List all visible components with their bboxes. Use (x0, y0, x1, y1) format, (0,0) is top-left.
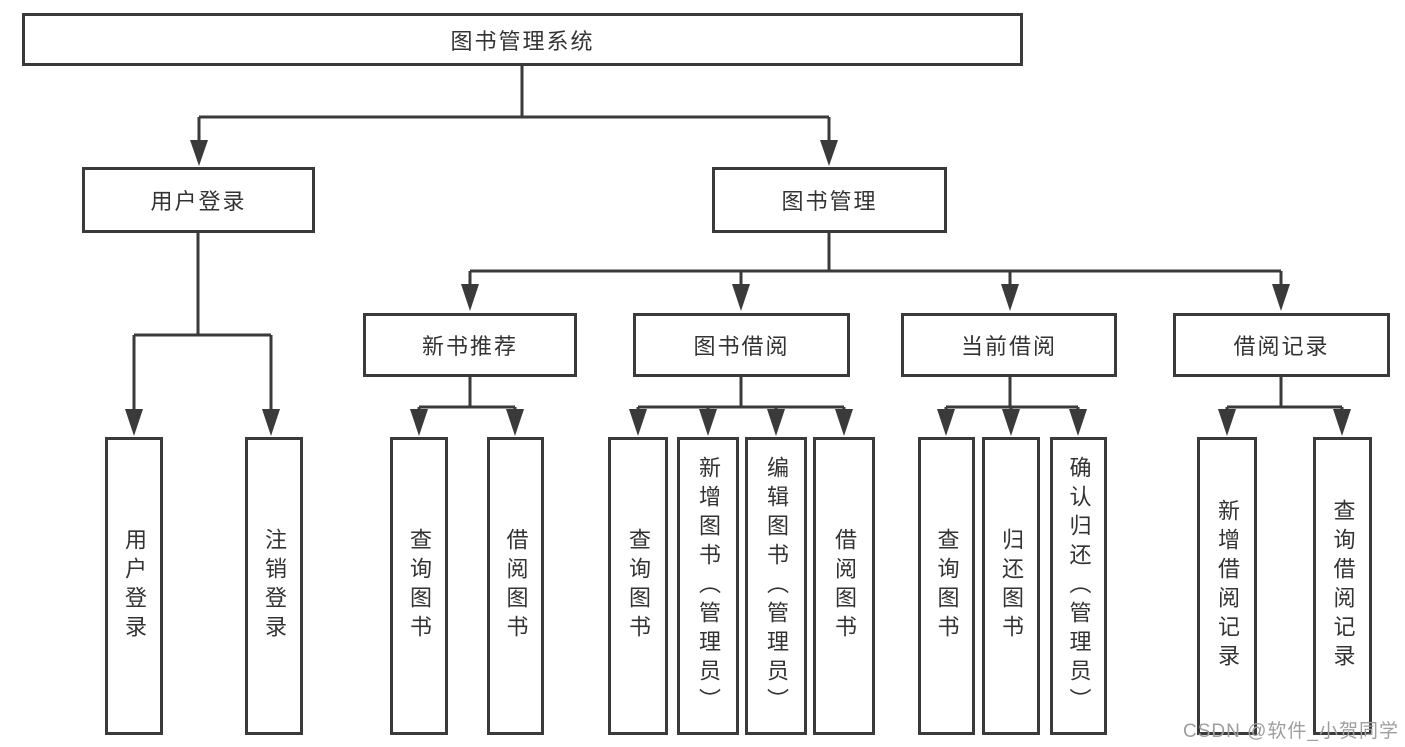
arrowhead (506, 409, 524, 436)
arrowhead (699, 409, 717, 436)
arrowhead (125, 409, 143, 436)
leaf-borrow-books-2: 借阅图书 (813, 437, 875, 735)
node-label: 图书管理 (781, 189, 878, 214)
leaf-add-books-admin: 新增图书（管理员） (677, 437, 739, 735)
arrowhead (1069, 409, 1087, 436)
node-borrowing-records: 借阅记录 (1173, 313, 1390, 377)
node-library-management-system: 图书管理系统 (22, 13, 1023, 66)
node-label: 图书借阅 (693, 334, 790, 359)
leaf-query-books-3: 查询图书 (918, 437, 975, 735)
node-new-book-recommendation: 新书推荐 (363, 313, 577, 377)
node-label: 借阅记录 (1233, 334, 1330, 359)
leaf-query-books-1: 查询图书 (390, 437, 448, 735)
leaf-add-borrow-record: 新增借阅记录 (1197, 437, 1257, 735)
leaf-query-books-2: 查询图书 (608, 437, 668, 735)
arrowhead (1002, 409, 1020, 436)
arrowhead (732, 284, 750, 311)
arrowhead (262, 409, 280, 436)
arrowhead (461, 284, 479, 311)
node-label: 新书推荐 (421, 334, 518, 359)
arrowhead (1001, 284, 1019, 311)
node-user-login: 用户登录 (82, 167, 315, 233)
arrowhead (629, 409, 647, 436)
arrowhead (1218, 409, 1236, 436)
leaf-return-books: 归还图书 (982, 437, 1040, 735)
leaf-borrow-books-1: 借阅图书 (487, 437, 544, 735)
arrowhead (767, 409, 785, 436)
arrowhead (1333, 409, 1351, 436)
node-book-borrowing: 图书借阅 (633, 313, 850, 377)
node-label: 用户登录 (150, 189, 247, 214)
arrowhead (190, 140, 208, 166)
csdn-watermark: CSDN @软件_小贺同学 (1183, 721, 1399, 742)
leaf-logout: 注销登录 (245, 437, 303, 735)
arrowhead (410, 409, 428, 436)
leaf-user-login: 用户登录 (105, 437, 163, 735)
leaf-confirm-return-admin: 确认归还（管理员） (1050, 437, 1107, 735)
arrowhead (835, 409, 853, 436)
node-book-management: 图书管理 (712, 167, 947, 233)
node-current-borrowing: 当前借阅 (901, 313, 1117, 377)
leaf-query-borrow-record: 查询借阅记录 (1313, 437, 1372, 735)
arrowhead (937, 409, 955, 436)
arrowhead (1272, 284, 1290, 311)
arrowhead (820, 140, 838, 166)
node-label: 当前借阅 (960, 334, 1057, 359)
leaf-edit-books-admin: 编辑图书（管理员） (745, 437, 807, 735)
node-label: 图书管理系统 (450, 28, 595, 54)
